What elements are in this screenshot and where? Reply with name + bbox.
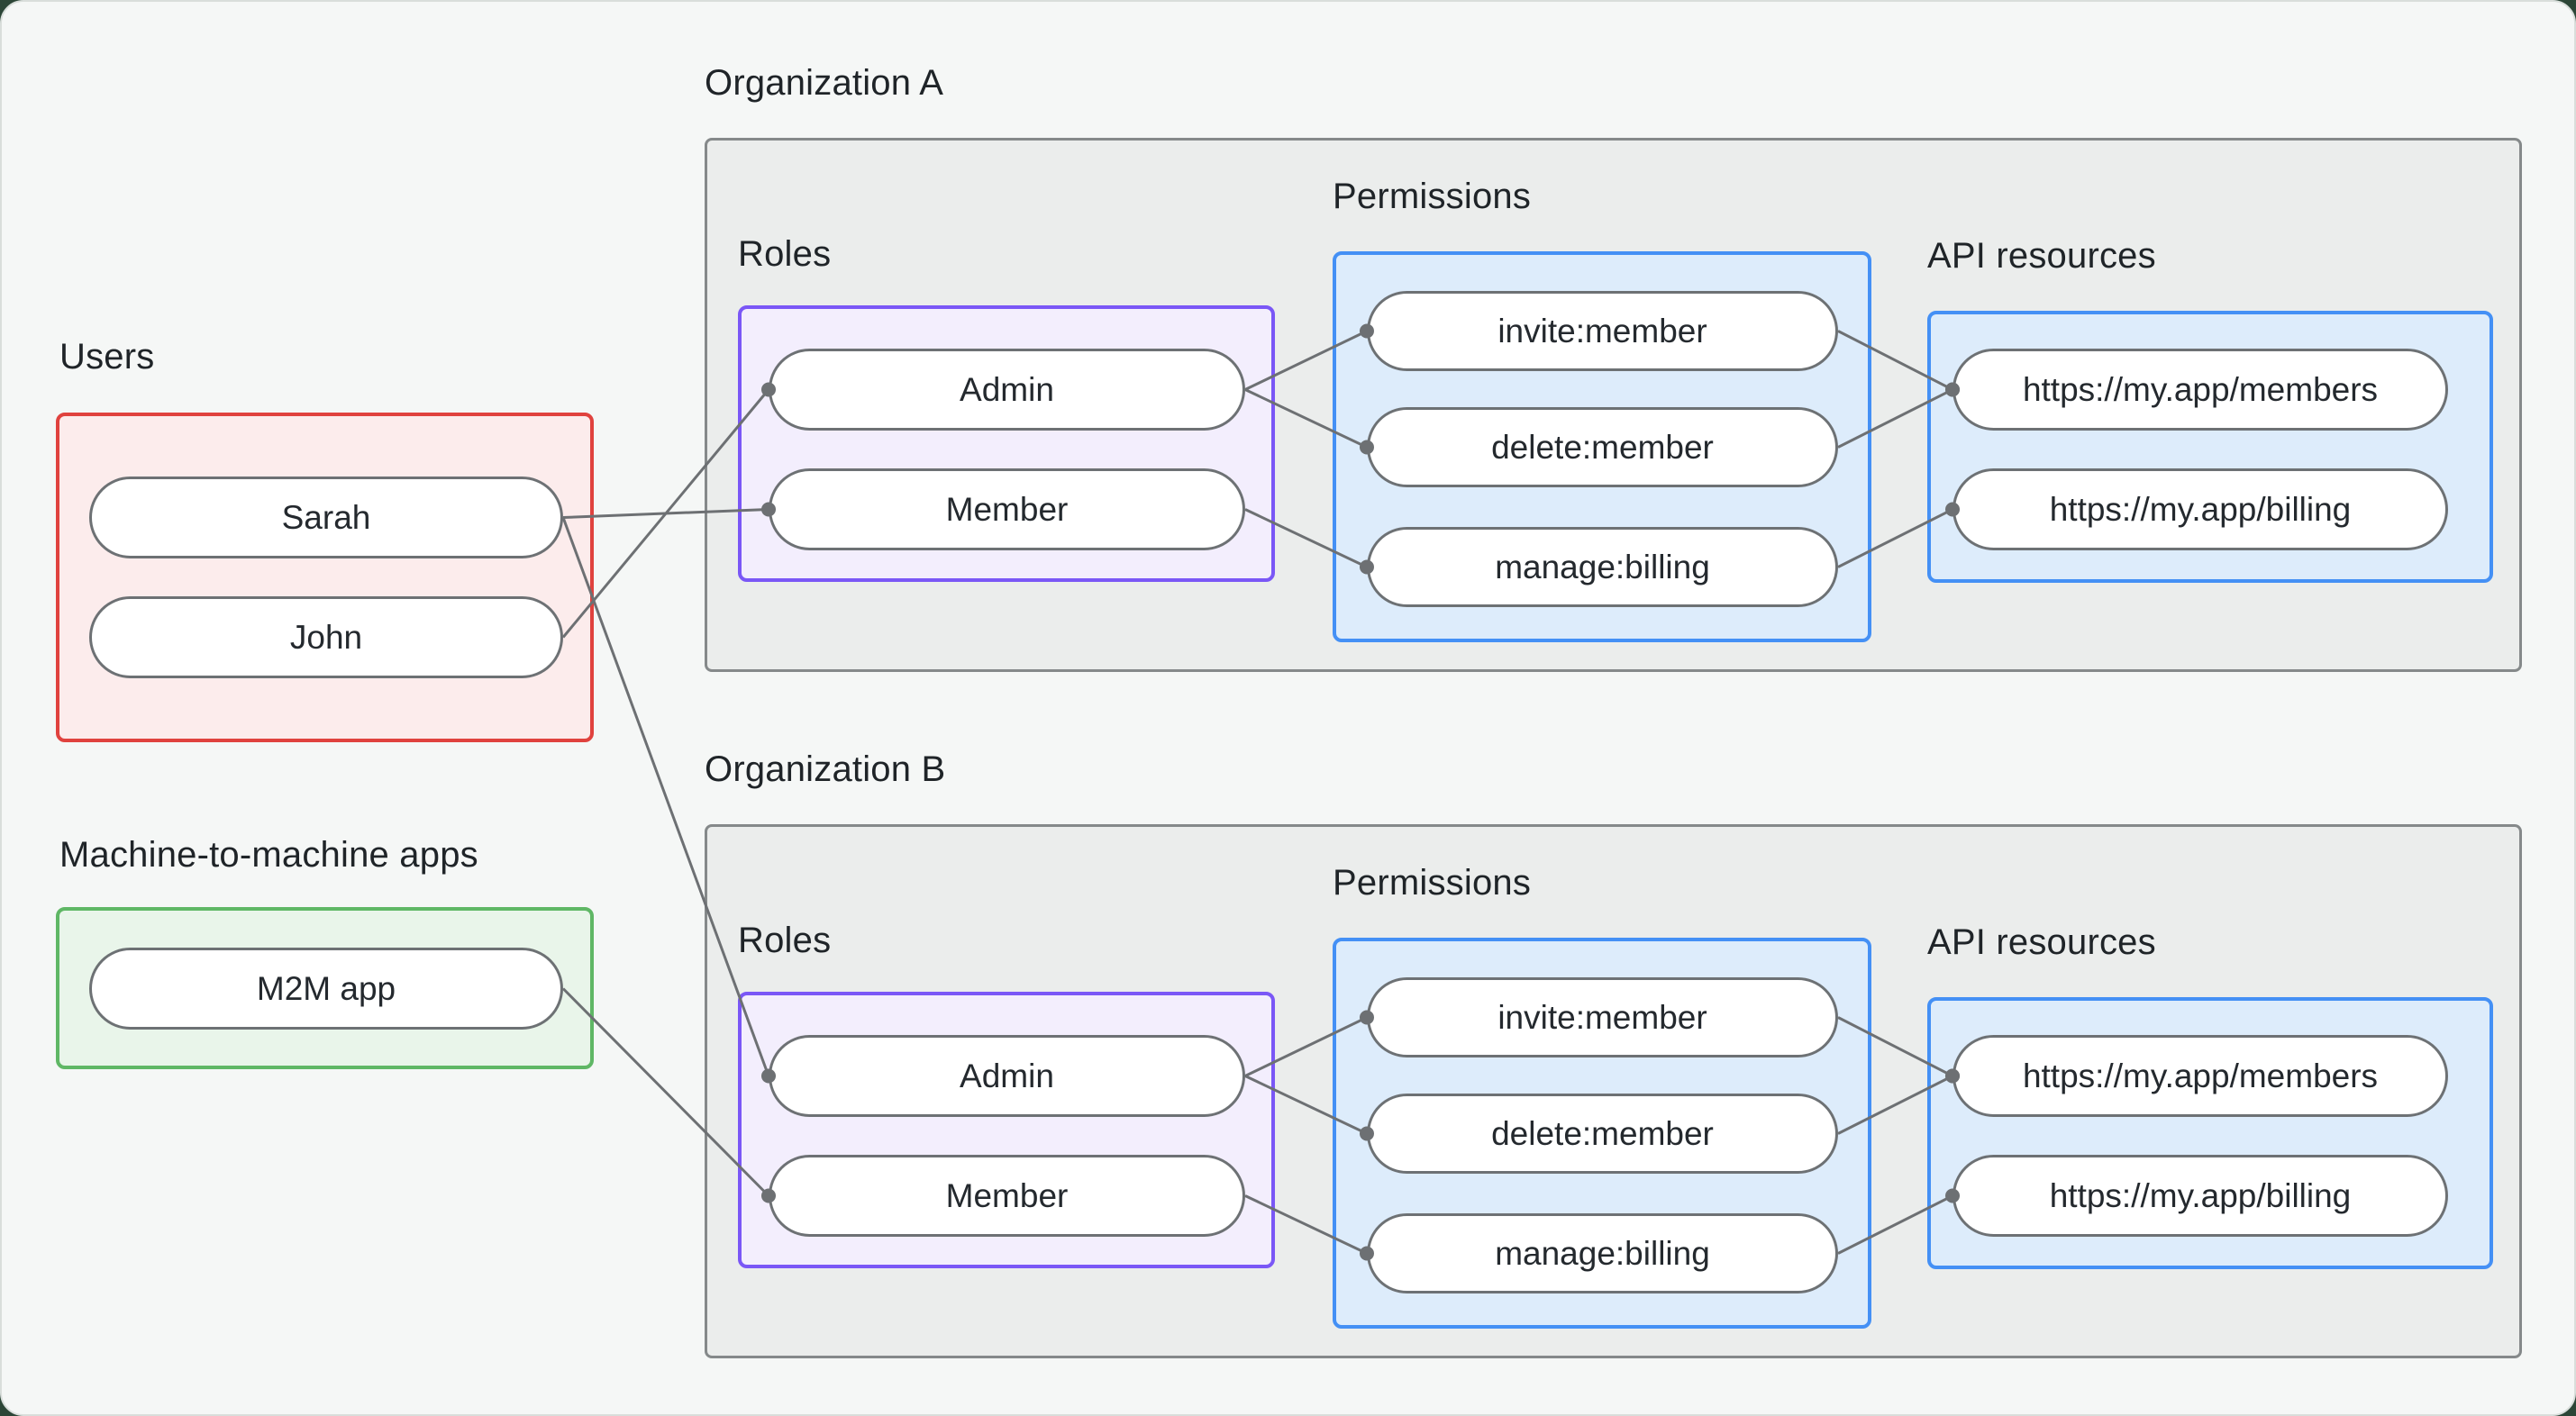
org-b-roles-label: Roles <box>738 921 832 960</box>
org-a-api-resources-label: API resources <box>1927 236 2156 276</box>
node-org-a-role-member: Member <box>769 468 1245 550</box>
node-org-b-role-member: Member <box>769 1155 1245 1237</box>
org-b-label: Organization B <box>705 749 946 789</box>
node-org-b-permission-invite-member: invite:member <box>1367 977 1838 1057</box>
node-org-b-permission-delete-member: delete:member <box>1367 1094 1838 1174</box>
org-b-api-resources-label: API resources <box>1927 922 2156 962</box>
node-org-a-api-members: https://my.app/members <box>1952 349 2448 431</box>
node-org-b-api-billing: https://my.app/billing <box>1952 1155 2448 1237</box>
node-org-a-permission-invite-member: invite:member <box>1367 291 1838 371</box>
node-org-b-permission-manage-billing: manage:billing <box>1367 1213 1838 1293</box>
node-user-sarah: Sarah <box>89 477 563 558</box>
node-org-b-role-admin: Admin <box>769 1035 1245 1117</box>
users-group-box <box>56 413 594 742</box>
node-org-a-role-admin: Admin <box>769 349 1245 431</box>
org-a-permissions-label: Permissions <box>1333 177 1532 216</box>
node-org-a-permission-manage-billing: manage:billing <box>1367 527 1838 607</box>
m2m-group-label: Machine-to-machine apps <box>59 835 478 875</box>
node-org-a-api-billing: https://my.app/billing <box>1952 468 2448 550</box>
org-b-permissions-label: Permissions <box>1333 863 1532 903</box>
node-m2m-app: M2M app <box>89 948 563 1030</box>
org-a-label: Organization A <box>705 63 944 103</box>
users-group-label: Users <box>59 337 155 377</box>
node-org-a-permission-delete-member: delete:member <box>1367 407 1838 487</box>
node-user-john: John <box>89 596 563 678</box>
org-a-roles-label: Roles <box>738 234 832 274</box>
node-org-b-api-members: https://my.app/members <box>1952 1035 2448 1117</box>
